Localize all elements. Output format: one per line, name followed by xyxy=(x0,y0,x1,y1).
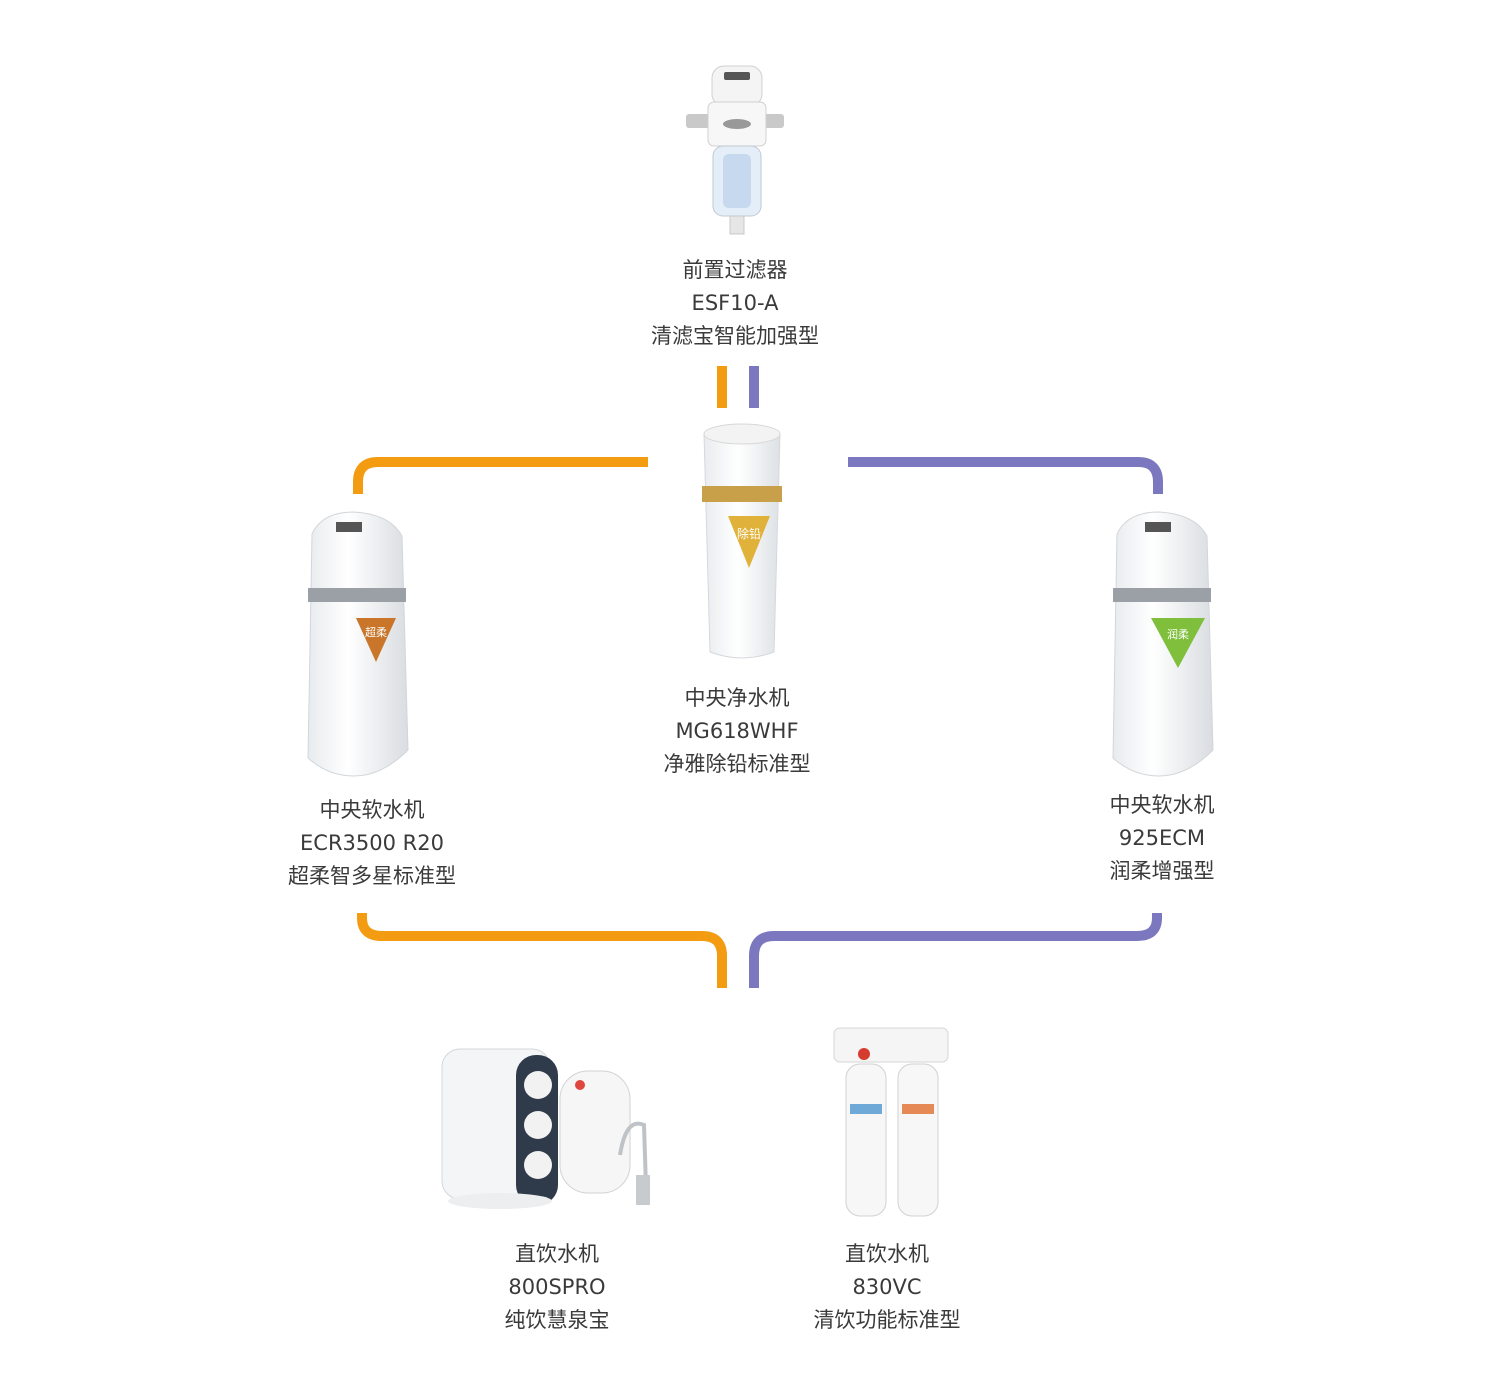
drinking-800-name: 纯饮慧泉宝 xyxy=(504,1308,610,1332)
softener-right-model: 925ECM xyxy=(1118,826,1206,850)
softener-left-category: 中央软水机 xyxy=(319,798,425,822)
pre-filter-model: ESF10-A xyxy=(691,291,779,315)
softener-right-image: 润柔 xyxy=(1112,511,1214,777)
purple-connector-bottom xyxy=(749,913,1162,988)
softener-right-caption: 中央软水机 925ECM 润柔增强型 xyxy=(1002,789,1322,888)
purifier-caption: 中央净水机 MG618WHF 净雅除铅标准型 xyxy=(577,682,897,781)
svg-text:润柔: 润柔 xyxy=(1167,627,1189,641)
drinking-830-name: 清饮功能标准型 xyxy=(813,1308,961,1332)
drinking-800-category: 直饮水机 xyxy=(515,1242,599,1266)
svg-text:除铅: 除铅 xyxy=(737,526,761,541)
pre-filter-name: 清滤宝智能加强型 xyxy=(651,324,819,348)
drinking-800-caption: 直饮水机 800SPRO 纯饮慧泉宝 xyxy=(397,1238,717,1337)
drinking-800-model: 800SPRO xyxy=(508,1275,606,1299)
purifier-name: 净雅除铅标准型 xyxy=(663,752,811,776)
pre-filter-caption: 前置过滤器 ESF10-A 清滤宝智能加强型 xyxy=(575,254,895,353)
softener-left-image: 超柔 xyxy=(307,511,409,777)
svg-text:超柔: 超柔 xyxy=(365,625,387,639)
drinking-830-model: 830VC xyxy=(852,1275,922,1299)
orange-connector-left xyxy=(353,457,648,494)
drinking-830-caption: 直饮水机 830VC 清饮功能标准型 xyxy=(727,1238,1047,1337)
ro-purifier-image xyxy=(441,1048,650,1209)
drinking-830-category: 直饮水机 xyxy=(845,1242,929,1266)
softener-right-name: 润柔增强型 xyxy=(1109,859,1215,883)
softener-left-model: ECR3500 R20 xyxy=(300,831,444,855)
pre-filter-image xyxy=(686,65,784,235)
softener-right-category: 中央软水机 xyxy=(1109,793,1215,817)
orange-connector-bottom xyxy=(357,913,727,988)
purifier-category: 中央净水机 xyxy=(684,686,790,710)
purifier-model: MG618WHF xyxy=(675,719,799,743)
softener-left-caption: 中央软水机 ECR3500 R20 超柔智多星标准型 xyxy=(212,794,532,893)
pre-filter-category: 前置过滤器 xyxy=(682,258,788,282)
twin-filter-image xyxy=(833,1027,949,1217)
purifier-image: 除铅 xyxy=(702,423,782,659)
softener-left-name: 超柔智多星标准型 xyxy=(288,864,456,888)
purple-connector-right xyxy=(848,457,1163,494)
